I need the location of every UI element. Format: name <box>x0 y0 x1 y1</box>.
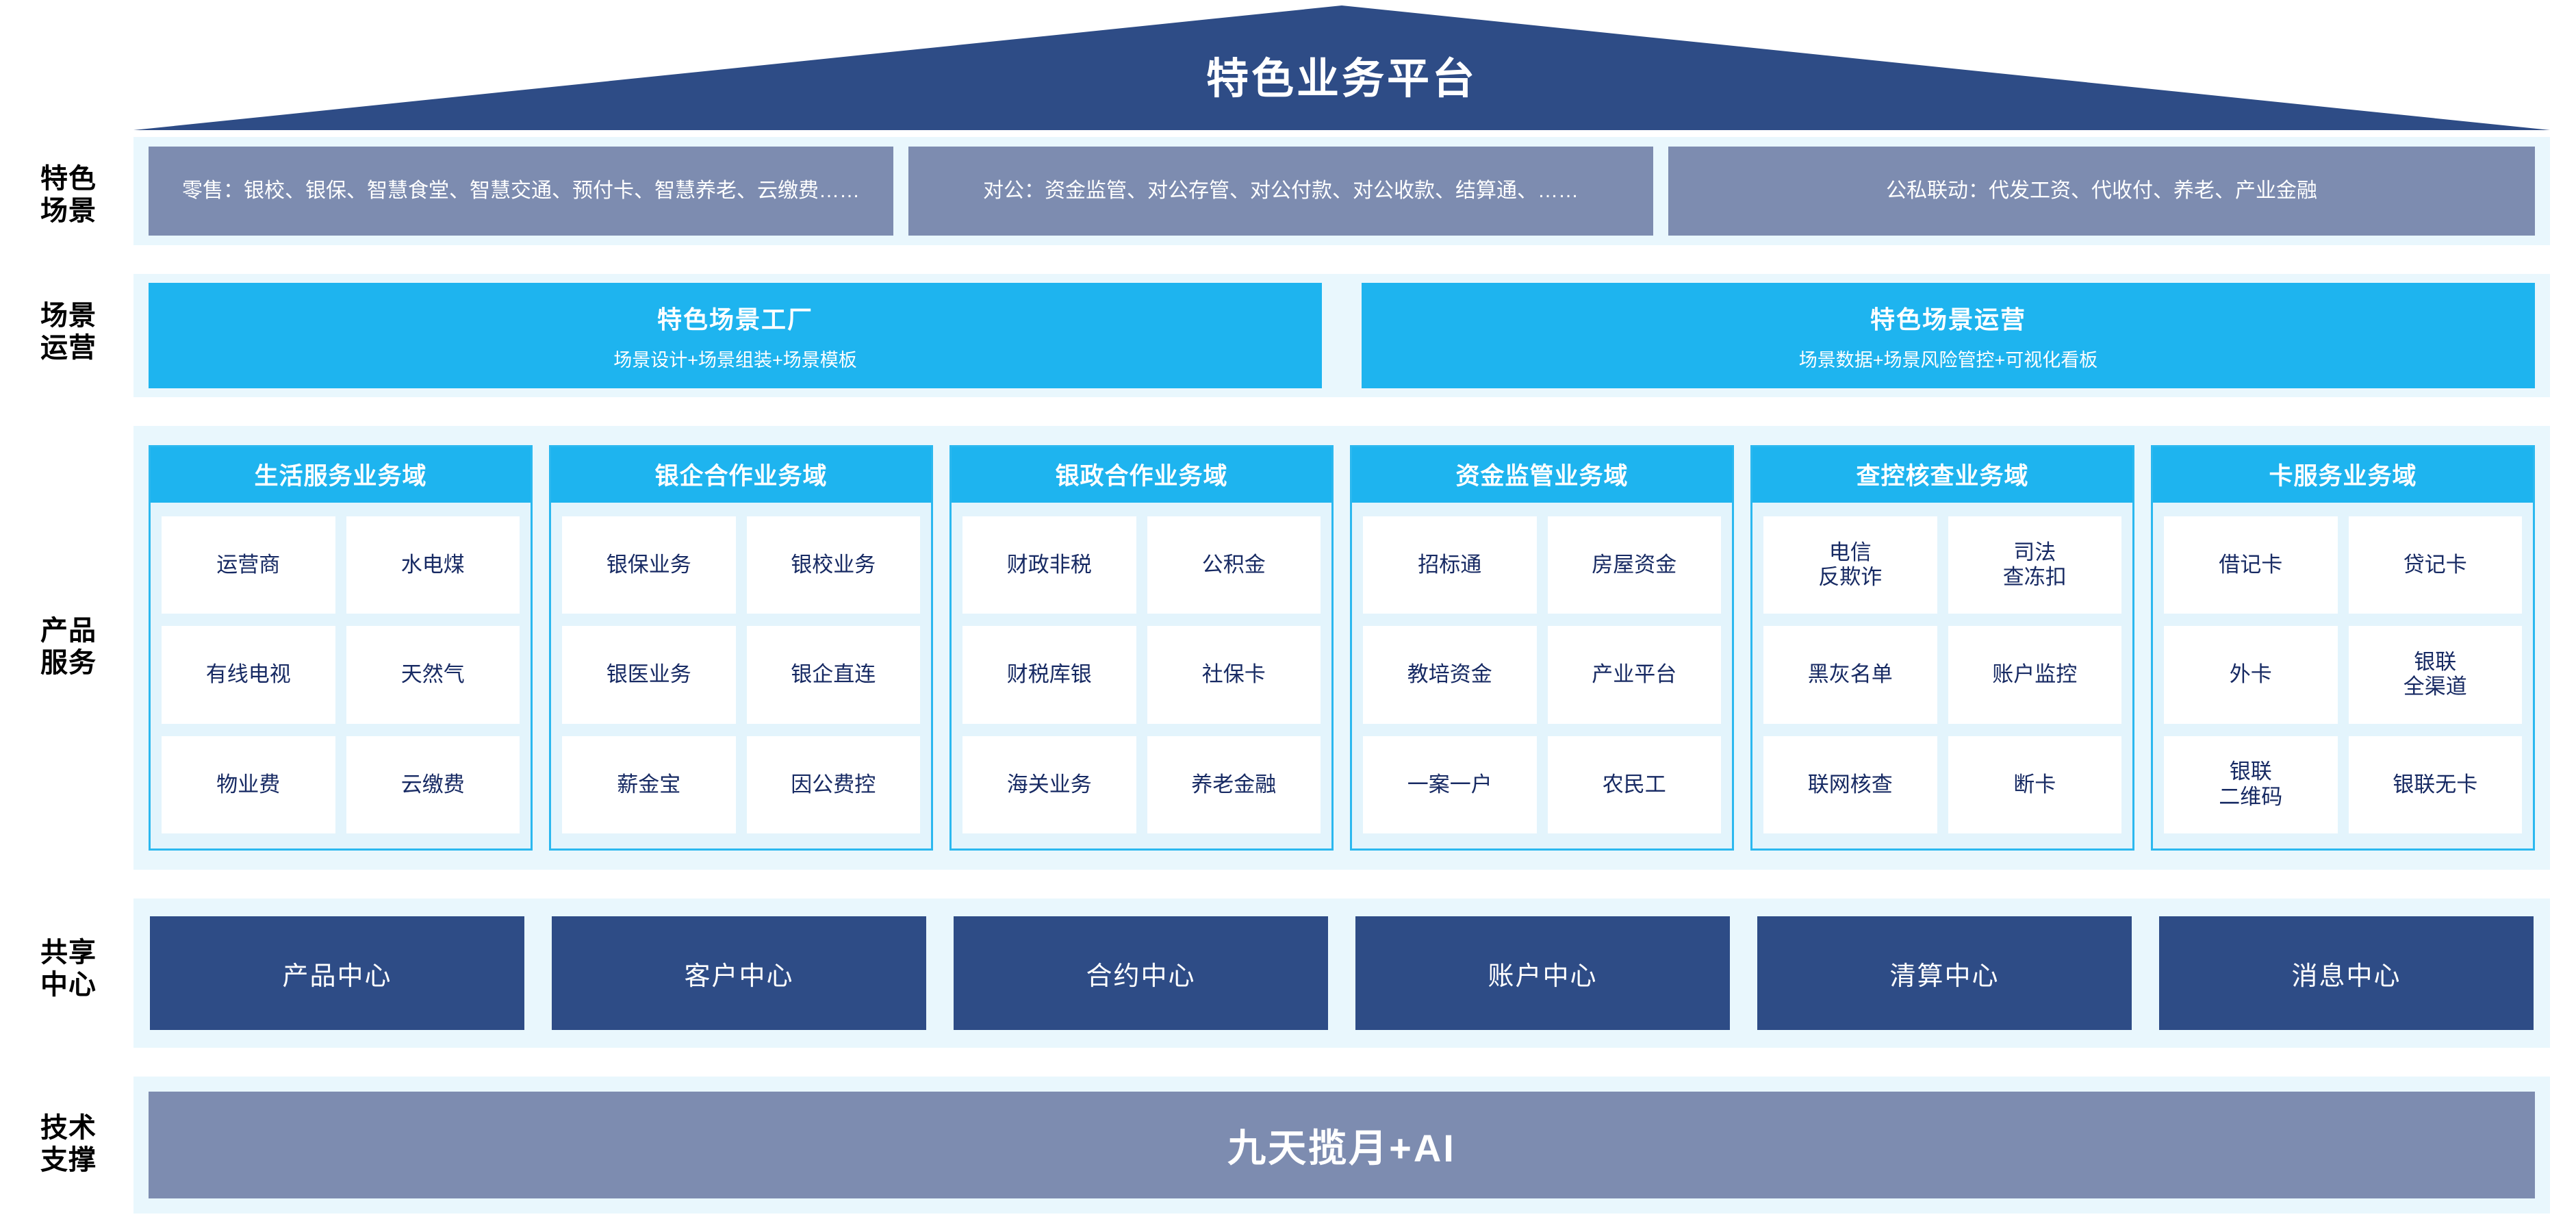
row-label-centers: 共享中心 <box>40 938 97 1001</box>
shared-center-box[interactable]: 账户中心 <box>1355 916 1730 1030</box>
domain-item-grid: 电信 反欺诈司法 查冻扣黑灰名单账户监控联网核查断卡 <box>1752 503 2132 848</box>
domain-item[interactable]: 司法 查冻扣 <box>1948 516 2121 614</box>
shared-center-box[interactable]: 合约中心 <box>954 916 1328 1030</box>
domain-item[interactable]: 一案一户 <box>1363 736 1537 833</box>
row-label-tech: 技术支撑 <box>40 1113 97 1176</box>
products-band: 生活服务业务域运营商水电煤有线电视天然气物业费云缴费银企合作业务域银保业务银校业… <box>133 426 2550 870</box>
platform-roof: 特色业务平台 <box>133 5 2550 130</box>
domain-item[interactable]: 海关业务 <box>962 736 1136 833</box>
domain-item[interactable]: 产业平台 <box>1547 626 1721 724</box>
domain-item[interactable]: 银校业务 <box>746 516 920 614</box>
domain-item[interactable]: 银联 全渠道 <box>2348 626 2522 724</box>
operations-factory-title: 特色场景工厂 <box>656 305 813 334</box>
domain-item[interactable]: 借记卡 <box>2164 516 2338 614</box>
operations-band: 特色场景工厂 场景设计+场景组装+场景模板 特色场景运营 场景数据+场景风险管控… <box>133 274 2550 397</box>
operations-factory-subtitle: 场景设计+场景组装+场景模板 <box>613 349 857 370</box>
domain-card-title: 银政合作业务域 <box>952 447 1331 503</box>
shared-center-box[interactable]: 产品中心 <box>150 916 524 1030</box>
domain-item[interactable]: 有线电视 <box>162 626 335 724</box>
shared-center-box[interactable]: 客户中心 <box>552 916 926 1030</box>
domain-item[interactable]: 财税库银 <box>962 626 1136 724</box>
domain-card[interactable]: 查控核查业务域电信 反欺诈司法 查冻扣黑灰名单账户监控联网核查断卡 <box>1750 445 2134 851</box>
domain-item[interactable]: 房屋资金 <box>1547 516 1721 614</box>
domain-card[interactable]: 资金监管业务域招标通房屋资金教培资金产业平台一案一户农民工 <box>1350 445 1734 851</box>
domain-item[interactable]: 银联 二维码 <box>2164 736 2338 833</box>
domain-item[interactable]: 财政非税 <box>962 516 1136 614</box>
domain-item[interactable]: 薪金宝 <box>562 736 736 833</box>
domain-card[interactable]: 生活服务业务域运营商水电煤有线电视天然气物业费云缴费 <box>149 445 533 851</box>
domain-card-title: 卡服务业务域 <box>2153 447 2533 503</box>
scenario-box-linkage[interactable]: 公私联动：代发工资、代收付、养老、产业金融 <box>1668 147 2535 236</box>
domain-item[interactable]: 外卡 <box>2164 626 2338 724</box>
tech-band: 九天揽月+AI <box>133 1077 2550 1214</box>
tech-support-bar[interactable]: 九天揽月+AI <box>149 1092 2535 1198</box>
domain-item[interactable]: 养老金融 <box>1147 736 1321 833</box>
shared-center-box[interactable]: 消息中心 <box>2159 916 2534 1030</box>
shared-center-box[interactable]: 清算中心 <box>1757 916 2132 1030</box>
domain-card-title: 银企合作业务域 <box>551 447 931 503</box>
page-title: 特色业务平台 <box>1206 55 1477 103</box>
scenarios-band: 零售：银校、银保、智慧食堂、智慧交通、预付卡、智慧养老、云缴费…… 对公：资金监… <box>133 137 2550 245</box>
domain-card[interactable]: 银政合作业务域财政非税公积金财税库银社保卡海关业务养老金融 <box>949 445 1334 851</box>
domain-item[interactable]: 因公费控 <box>746 736 920 833</box>
domain-card-title: 资金监管业务域 <box>1352 447 1732 503</box>
row-label-scenarios: 特色场景 <box>40 164 97 227</box>
operations-operation-subtitle: 场景数据+场景风险管控+可视化看板 <box>1798 349 2098 370</box>
domain-item[interactable]: 银医业务 <box>562 626 736 724</box>
domain-item[interactable]: 天然气 <box>346 626 520 724</box>
domain-card-title: 查控核查业务域 <box>1752 447 2132 503</box>
scenario-box-corporate[interactable]: 对公：资金监管、对公存管、对公付款、对公收款、结算通、…… <box>908 147 1653 236</box>
domain-card[interactable]: 银企合作业务域银保业务银校业务银医业务银企直连薪金宝因公费控 <box>549 445 933 851</box>
domain-item[interactable]: 教培资金 <box>1363 626 1537 724</box>
domain-item[interactable]: 银保业务 <box>562 516 736 614</box>
domain-item[interactable]: 物业费 <box>162 736 335 833</box>
domain-item[interactable]: 社保卡 <box>1147 626 1321 724</box>
domain-item[interactable]: 账户监控 <box>1948 626 2121 724</box>
row-label-operations: 场景运营 <box>40 301 97 364</box>
domain-item[interactable]: 银联无卡 <box>2348 736 2522 833</box>
domain-item[interactable]: 云缴费 <box>346 736 520 833</box>
domain-item-grid: 招标通房屋资金教培资金产业平台一案一户农民工 <box>1352 503 1732 848</box>
domain-item[interactable]: 联网核查 <box>1763 736 1937 833</box>
domain-item-grid: 财政非税公积金财税库银社保卡海关业务养老金融 <box>952 503 1331 848</box>
domain-item[interactable]: 公积金 <box>1147 516 1321 614</box>
roof-triangle-shape <box>133 5 2550 130</box>
domain-item[interactable]: 银企直连 <box>746 626 920 724</box>
domain-item-grid: 银保业务银校业务银医业务银企直连薪金宝因公费控 <box>551 503 931 848</box>
operations-box-operation[interactable]: 特色场景运营 场景数据+场景风险管控+可视化看板 <box>1362 283 2535 388</box>
row-label-products: 产品服务 <box>40 616 97 679</box>
domain-item[interactable]: 黑灰名单 <box>1763 626 1937 724</box>
domain-item-grid: 借记卡贷记卡外卡银联 全渠道银联 二维码银联无卡 <box>2153 503 2533 848</box>
domain-item[interactable]: 农民工 <box>1547 736 1721 833</box>
domain-item[interactable]: 断卡 <box>1948 736 2121 833</box>
scenario-box-retail[interactable]: 零售：银校、银保、智慧食堂、智慧交通、预付卡、智慧养老、云缴费…… <box>149 147 893 236</box>
domain-card[interactable]: 卡服务业务域借记卡贷记卡外卡银联 全渠道银联 二维码银联无卡 <box>2151 445 2535 851</box>
domain-item[interactable]: 贷记卡 <box>2348 516 2522 614</box>
domain-item[interactable]: 运营商 <box>162 516 335 614</box>
domain-item-grid: 运营商水电煤有线电视天然气物业费云缴费 <box>151 503 531 848</box>
operations-box-factory[interactable]: 特色场景工厂 场景设计+场景组装+场景模板 <box>149 283 1322 388</box>
centers-band: 产品中心客户中心合约中心账户中心清算中心消息中心 <box>133 898 2550 1048</box>
operations-operation-title: 特色场景运营 <box>1870 305 2026 334</box>
domain-item[interactable]: 电信 反欺诈 <box>1763 516 1937 614</box>
domain-item[interactable]: 水电煤 <box>346 516 520 614</box>
domain-card-title: 生活服务业务域 <box>151 447 531 503</box>
domain-item[interactable]: 招标通 <box>1363 516 1537 614</box>
